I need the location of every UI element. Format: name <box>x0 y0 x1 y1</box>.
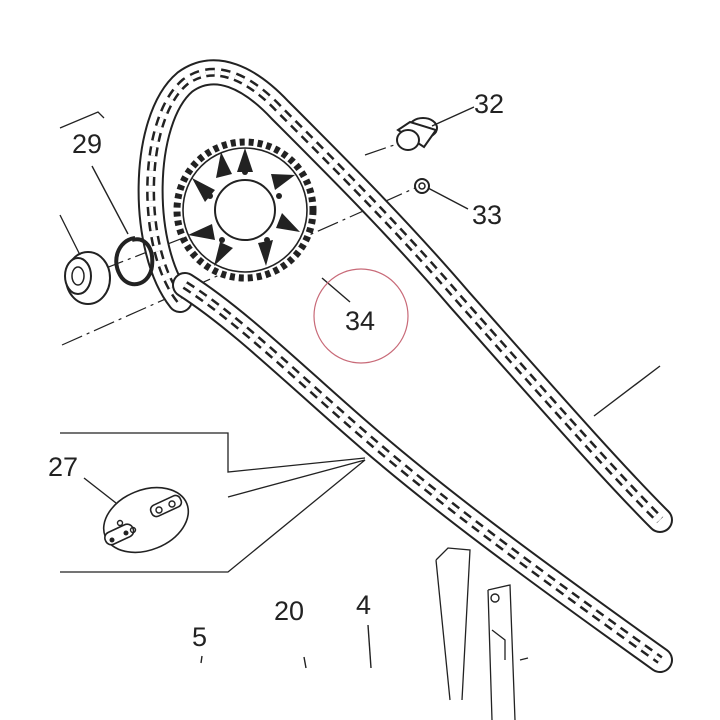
callout-34: 34 <box>345 306 375 336</box>
callout-33: 33 <box>472 200 502 230</box>
nut <box>414 178 430 194</box>
callout-27: 27 <box>48 452 78 482</box>
callout-4: 4 <box>356 590 371 620</box>
callout-29: 29 <box>72 129 102 159</box>
highlight-circle <box>313 268 409 364</box>
callout-32: 32 <box>474 89 504 119</box>
drive-chain <box>137 59 673 673</box>
rear-sprocket <box>173 138 317 282</box>
wheel-bearing <box>59 214 111 305</box>
leader-lines <box>91 106 661 669</box>
frame-corner <box>59 111 105 129</box>
callout-20: 20 <box>274 596 304 626</box>
circlip <box>114 236 155 287</box>
spacer <box>396 117 438 151</box>
callout-5: 5 <box>192 622 207 652</box>
detail-inset <box>60 432 366 573</box>
swingarm <box>435 547 529 720</box>
